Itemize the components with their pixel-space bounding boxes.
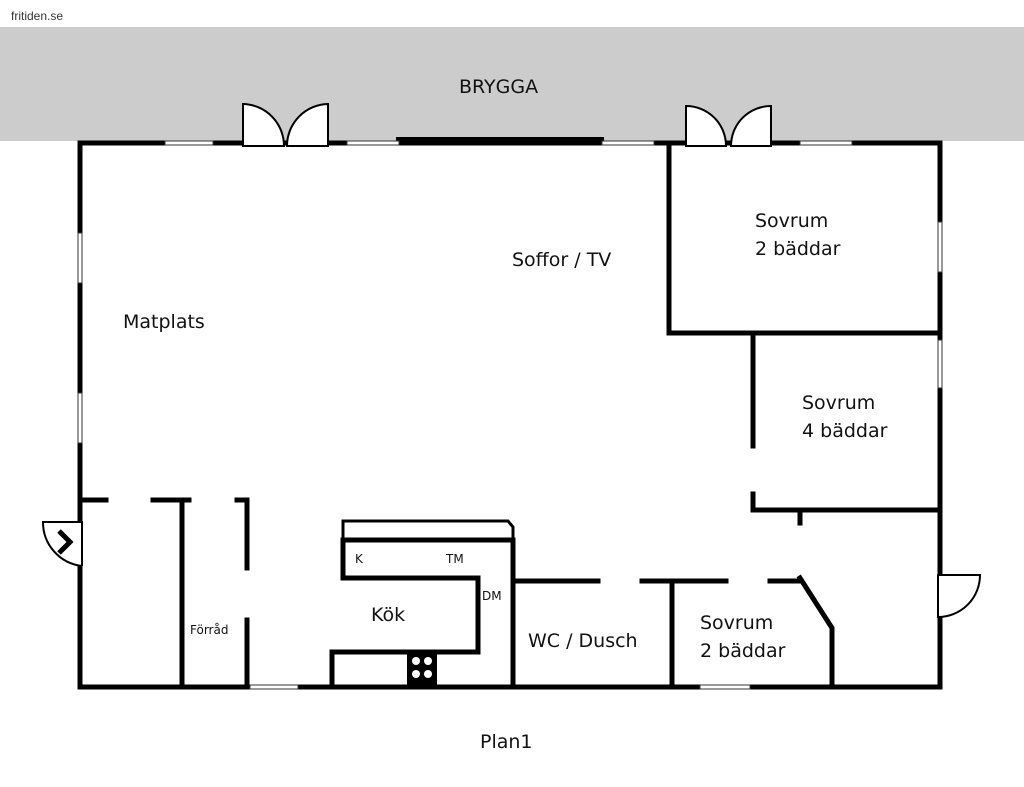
room-name: Sovrum [700,612,774,634]
deck-label: BRYGGA [459,76,539,98]
deck-area [0,27,1024,141]
watermark: fritiden.se [11,9,64,23]
room-living: Soffor / TV [512,249,612,271]
entrance-door [41,521,83,567]
entrance-arrow-icon [57,529,74,555]
doors [41,102,982,619]
room-bedroom-low: Sovrum 2 bäddar [700,609,785,665]
appliance-dishwasher: DM [482,589,502,603]
room-beds: 4 bäddar [802,420,888,442]
plan-title: Plan1 [480,731,533,753]
appliance-fridge: K [355,552,363,566]
room-bathroom: WC / Dusch [528,630,638,652]
room-bedroom-top: Sovrum 2 bäddar [755,207,840,263]
room-name: Sovrum [755,210,829,232]
room-kitchen: Kök [371,604,406,626]
room-dining: Matplats [123,311,205,333]
stove [407,652,437,687]
windows [77,140,943,690]
room-beds: 2 bäddar [755,238,841,260]
room-bedroom-mid: Sovrum 4 bäddar [802,389,887,445]
room-storage: Förråd [190,623,229,637]
kitchen-counter [341,519,515,540]
room-name: Sovrum [802,392,876,414]
appliance-dryer: TM [446,552,464,566]
room-beds: 2 bäddar [700,640,786,662]
